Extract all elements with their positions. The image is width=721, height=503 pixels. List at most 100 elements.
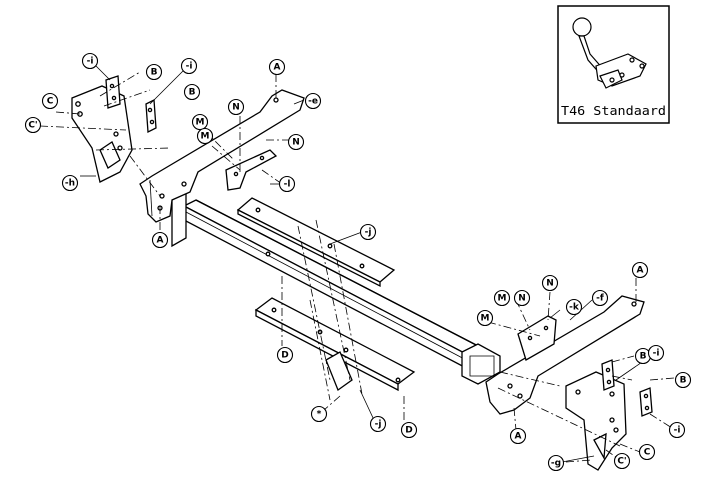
callout-circle bbox=[180, 57, 198, 75]
callout-text: B bbox=[680, 376, 687, 386]
callout-text: A bbox=[274, 63, 281, 73]
callout-c15: A bbox=[268, 58, 286, 76]
callout-c17: D bbox=[276, 346, 294, 364]
callout-c2: B bbox=[145, 63, 163, 81]
callout-c4: B bbox=[183, 83, 201, 101]
callout-circle bbox=[591, 289, 609, 307]
callout-circle bbox=[638, 443, 656, 461]
callout-c9: -e bbox=[304, 92, 322, 110]
callout-text: C' bbox=[617, 457, 626, 467]
callout-circle bbox=[476, 309, 494, 327]
callout-c8: A bbox=[151, 231, 169, 249]
callout-text: -k bbox=[569, 303, 580, 313]
callout-circle bbox=[369, 415, 387, 433]
callout-circle bbox=[276, 346, 294, 364]
callout-c18: * bbox=[310, 405, 328, 423]
callout-circle bbox=[278, 175, 296, 193]
callout-circle bbox=[513, 289, 531, 307]
callout-text: A bbox=[637, 266, 644, 276]
right-side-bracket bbox=[485, 295, 645, 415]
callout-text: A bbox=[515, 432, 522, 442]
callout-text: -i bbox=[653, 349, 660, 359]
inset-panel: T46 Standaard bbox=[557, 5, 670, 124]
callout-circle bbox=[287, 133, 305, 151]
callout-text: A bbox=[157, 236, 164, 246]
callout-c6: C' bbox=[24, 116, 42, 134]
callout-text: -f bbox=[596, 294, 604, 304]
callout-c11: M bbox=[191, 113, 209, 131]
callout-circle bbox=[183, 83, 201, 101]
inset-label: T46 Standaard bbox=[561, 104, 666, 118]
callout-c26: -k bbox=[565, 298, 583, 316]
callout-circle bbox=[613, 452, 631, 470]
callout-c24: N bbox=[513, 289, 531, 307]
right-chassis-plate bbox=[565, 359, 653, 471]
callout-c29: -i bbox=[647, 344, 665, 362]
callout-c34: C' bbox=[613, 452, 631, 470]
callout-circle bbox=[647, 344, 665, 362]
callout-text: M bbox=[481, 314, 490, 324]
callout-text: B bbox=[189, 88, 196, 98]
callout-circle bbox=[151, 231, 169, 249]
callout-text: C' bbox=[28, 121, 37, 131]
callout-circle bbox=[310, 405, 328, 423]
right-small-bracket bbox=[517, 315, 557, 361]
callout-circle bbox=[304, 92, 322, 110]
callout-circle bbox=[61, 174, 79, 192]
callout-text: D bbox=[405, 426, 412, 436]
spacer-plates bbox=[236, 197, 416, 392]
callout-text: C bbox=[644, 448, 651, 458]
callout-circle bbox=[547, 454, 565, 472]
callout-text: D bbox=[281, 351, 288, 361]
callout-c12: M bbox=[196, 127, 214, 145]
callout-c10: N bbox=[227, 98, 245, 116]
callout-circle bbox=[196, 127, 214, 145]
callout-c27: -f bbox=[591, 289, 609, 307]
callout-c22: N bbox=[541, 274, 559, 292]
callout-text: -i bbox=[674, 426, 681, 436]
callout-circle bbox=[191, 113, 209, 131]
callout-text: M bbox=[201, 132, 210, 142]
callout-c32: A bbox=[631, 261, 649, 279]
callout-circle bbox=[145, 63, 163, 81]
callout-c5: C bbox=[41, 92, 59, 110]
callout-c1: -i bbox=[81, 52, 99, 70]
callout-text: M bbox=[196, 118, 205, 128]
callout-c21: A bbox=[509, 427, 527, 445]
callout-text: -h bbox=[65, 179, 75, 189]
callout-circle bbox=[400, 421, 418, 439]
callout-text: N bbox=[518, 294, 526, 304]
callout-text: -g bbox=[551, 459, 561, 469]
callout-text: N bbox=[546, 279, 554, 289]
callout-c23: M bbox=[493, 289, 511, 307]
callout-text: M bbox=[498, 294, 507, 304]
callout-circle bbox=[41, 92, 59, 110]
callout-circle bbox=[674, 371, 692, 389]
cross-beam bbox=[171, 188, 501, 385]
callout-circle bbox=[268, 58, 286, 76]
callout-c16: -j bbox=[359, 223, 377, 241]
callout-circle bbox=[631, 261, 649, 279]
callout-text: N bbox=[232, 103, 240, 113]
callout-circle bbox=[668, 421, 686, 439]
assembly-lines bbox=[39, 71, 675, 463]
callout-text: -e bbox=[308, 97, 318, 107]
callout-c19: -j bbox=[369, 415, 387, 433]
callout-circle bbox=[565, 298, 583, 316]
callout-text: B bbox=[640, 352, 647, 362]
callout-circle bbox=[24, 116, 42, 134]
callout-c25: M bbox=[476, 309, 494, 327]
callout-text: -i bbox=[87, 57, 94, 67]
callout-text: C bbox=[47, 97, 54, 107]
left-chassis-plate bbox=[71, 75, 157, 183]
callout-text: -j bbox=[365, 228, 372, 238]
callout-circle bbox=[493, 289, 511, 307]
callout-circle bbox=[81, 52, 99, 70]
callout-text: -l bbox=[284, 180, 291, 190]
callout-c31: -i bbox=[668, 421, 686, 439]
callout-c14: -l bbox=[278, 175, 296, 193]
callout-circle bbox=[359, 223, 377, 241]
callout-text: -i bbox=[186, 62, 193, 72]
callout-text: B bbox=[151, 68, 158, 78]
